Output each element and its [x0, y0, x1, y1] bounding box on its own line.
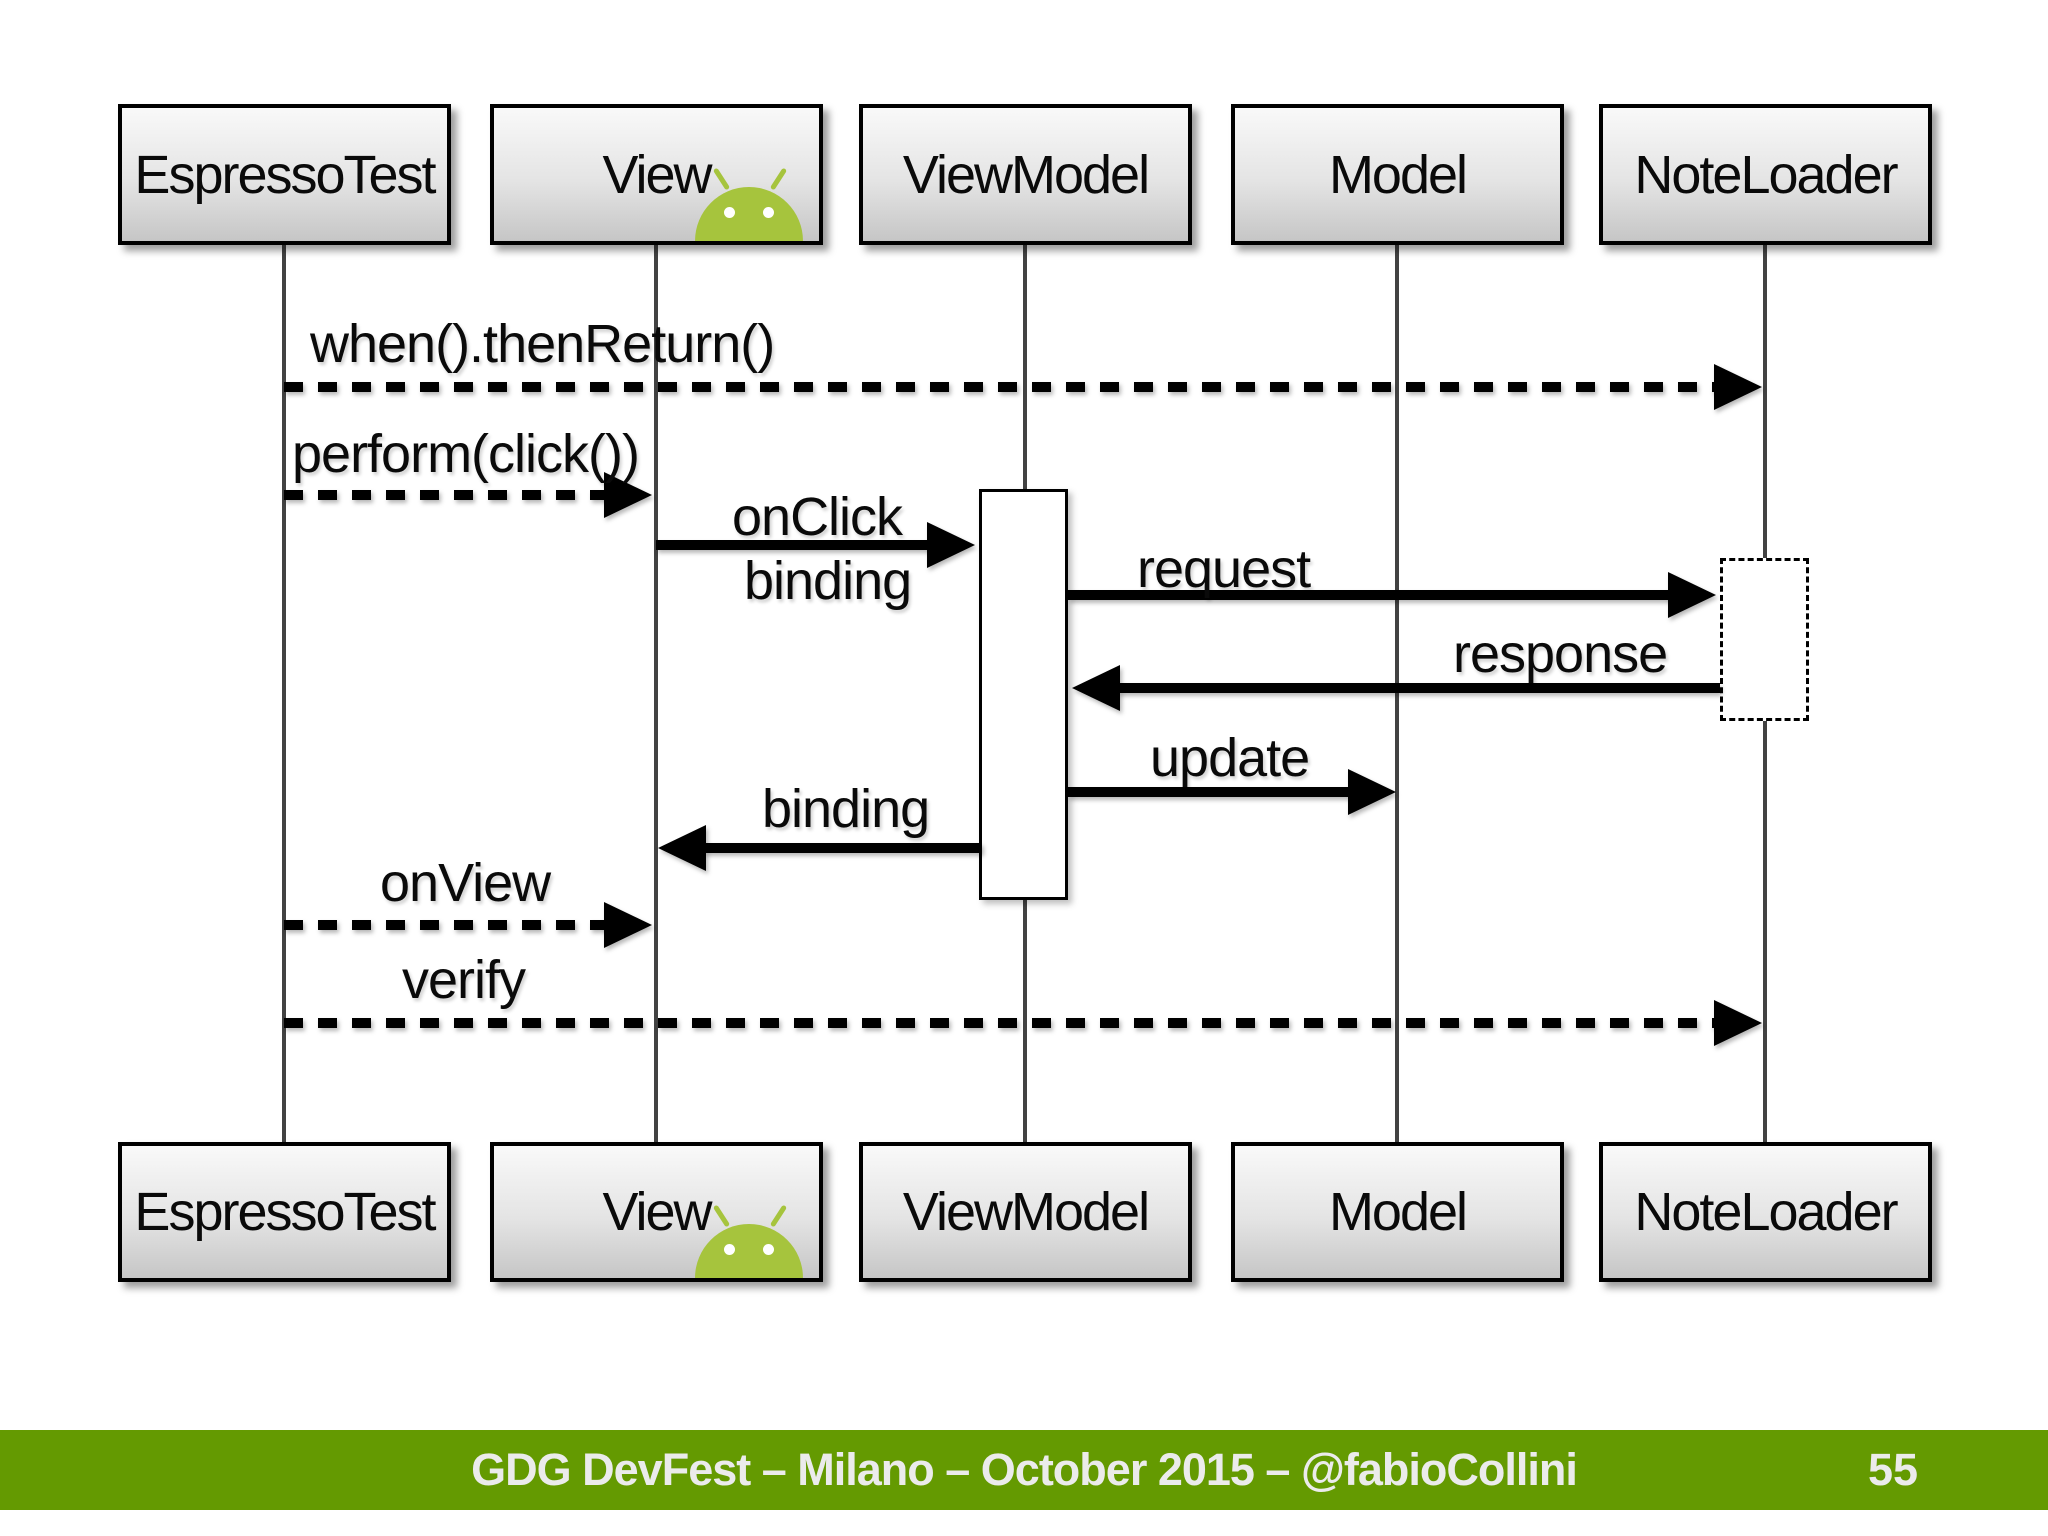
participant-box-view-bottom: View	[490, 1142, 823, 1282]
message-label-binding-down: binding	[744, 551, 912, 611]
footer-text: GDG DevFest – Milano – October 2015 – @f…	[471, 1444, 1578, 1495]
message-arrow-binding-back	[704, 843, 982, 853]
lifeline-model	[1395, 245, 1399, 1142]
message-label-binding-back: binding	[762, 779, 930, 839]
participant-label: ViewModel	[902, 144, 1150, 205]
android-antenna-left	[712, 167, 731, 191]
arrowhead-right-icon	[604, 902, 652, 948]
message-label-perform-click: perform(click())	[292, 424, 640, 484]
participant-box-view-top: View	[490, 104, 823, 245]
lifeline-view	[654, 245, 658, 1142]
android-antenna-right	[769, 1204, 788, 1228]
message-label-onview: onView	[380, 853, 551, 913]
android-antenna-left	[712, 1204, 731, 1228]
android-head	[695, 1224, 803, 1278]
participant-label: EspressoTest	[134, 1182, 436, 1242]
participant-label: Model	[1328, 1182, 1468, 1242]
participant-box-noteloader-top: NoteLoader	[1599, 104, 1932, 245]
arrowhead-right-icon	[927, 522, 975, 568]
participant-label: NoteLoader	[1634, 1182, 1898, 1242]
message-label-onclick: onClick	[732, 487, 903, 547]
android-antenna-right	[769, 167, 788, 191]
arrowhead-left-icon	[658, 825, 706, 871]
message-arrow-onclick	[656, 540, 929, 550]
footer-bar: GDG DevFest – Milano – October 2015 – @f…	[0, 1430, 2048, 1510]
participant-box-espressotest-top: EspressoTest	[118, 104, 451, 245]
message-arrow-update	[1068, 787, 1350, 797]
message-label-update: update	[1150, 728, 1310, 788]
message-arrow-when-thenreturn	[284, 382, 1716, 392]
arrowhead-right-icon	[604, 472, 652, 518]
participant-label: NoteLoader	[1634, 144, 1898, 205]
arrowhead-right-icon	[1714, 364, 1762, 410]
android-eye-left	[724, 207, 735, 218]
android-head	[695, 187, 803, 241]
participant-box-noteloader-bottom: NoteLoader	[1599, 1142, 1932, 1282]
android-robot-icon	[695, 1204, 805, 1278]
participant-box-model-bottom: Model	[1231, 1142, 1564, 1282]
participant-label: View	[602, 144, 712, 205]
activation-bar-noteloader	[1720, 558, 1809, 721]
participant-label: View	[602, 1182, 712, 1242]
participant-box-espressotest-bottom: EspressoTest	[118, 1142, 451, 1282]
participant-box-viewmodel-bottom: ViewModel	[859, 1142, 1192, 1282]
arrowhead-left-icon	[1072, 665, 1120, 711]
page-number: 55	[1867, 1444, 1918, 1495]
android-eye-left	[724, 1244, 735, 1255]
lifeline-espressotest	[282, 245, 286, 1142]
message-arrow-response	[1118, 683, 1720, 693]
message-label-verify: verify	[402, 950, 526, 1010]
message-label-request: request	[1137, 539, 1311, 599]
message-arrow-onview	[284, 920, 606, 930]
participant-label: EspressoTest	[134, 144, 436, 205]
android-robot-icon	[695, 167, 805, 241]
activation-bar-viewmodel	[979, 489, 1068, 900]
arrowhead-right-icon	[1668, 572, 1716, 618]
message-arrow-request	[1068, 590, 1670, 600]
android-eye-right	[763, 207, 774, 218]
participant-box-model-top: Model	[1231, 104, 1564, 245]
participant-label: ViewModel	[902, 1182, 1150, 1242]
participant-box-viewmodel-top: ViewModel	[859, 104, 1192, 245]
message-label-when-thenreturn: when().thenReturn()	[310, 314, 775, 374]
arrowhead-right-icon	[1348, 769, 1396, 815]
participant-label: Model	[1328, 144, 1468, 205]
arrowhead-right-icon	[1714, 1000, 1762, 1046]
android-eye-right	[763, 1244, 774, 1255]
message-arrow-perform-click	[284, 490, 610, 500]
message-label-response: response	[1453, 624, 1668, 684]
message-arrow-verify	[284, 1018, 1716, 1028]
